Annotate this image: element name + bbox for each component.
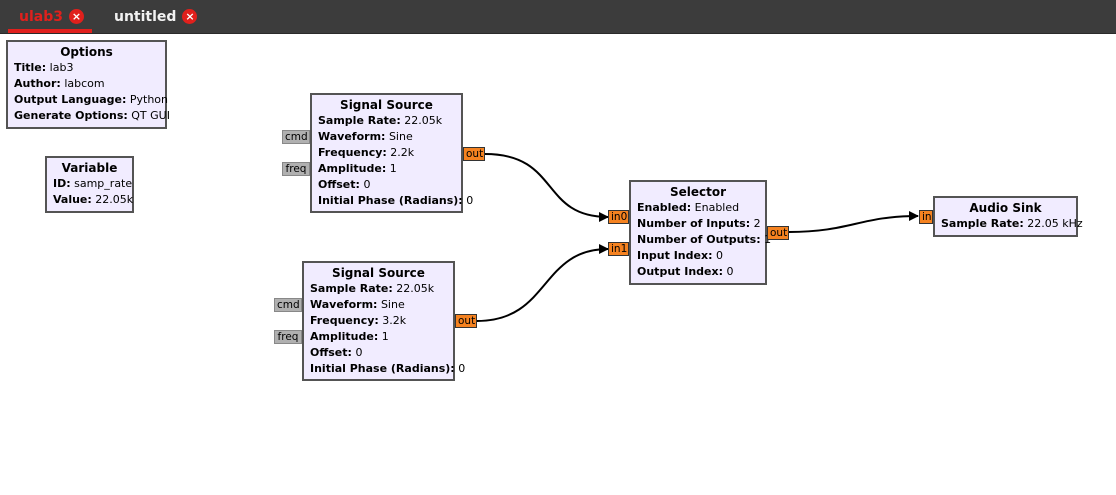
output-port[interactable]: out xyxy=(463,147,485,161)
param-row: Number of Outputs: 1 xyxy=(637,233,771,246)
tab-ulab3[interactable]: ulab3 × xyxy=(19,0,84,33)
options-block[interactable]: Options Title: lab3 Author: labcom Outpu… xyxy=(6,40,170,129)
input-port-in0[interactable]: in0 xyxy=(608,210,629,224)
connection-source1-to-selector-in0[interactable] xyxy=(484,153,609,222)
param-row: Value: 22.05k xyxy=(53,193,134,206)
param-row: Sample Rate: 22.05k xyxy=(318,114,443,127)
tab-untitled[interactable]: untitled × xyxy=(114,0,198,33)
param-row: Offset: 0 xyxy=(318,178,371,191)
param-row: Amplitude: 1 xyxy=(310,330,389,343)
input-port-in[interactable]: in xyxy=(919,210,933,224)
signal-source-block-1[interactable]: Signal Source Sample Rate: 22.05k Wavefo… xyxy=(310,93,474,213)
block-title: Options xyxy=(60,45,113,59)
cmd-port[interactable]: cmd xyxy=(282,130,310,144)
tab-label: untitled xyxy=(114,8,177,25)
param-row: Generate Options: QT GUI xyxy=(14,109,170,122)
param-row: ID: samp_rate xyxy=(53,177,133,190)
param-row: Number of Inputs: 2 xyxy=(637,217,761,230)
block-title: Signal Source xyxy=(340,98,433,112)
block-title: Selector xyxy=(669,185,727,199)
close-icon[interactable]: × xyxy=(182,9,198,24)
freq-port[interactable]: freq xyxy=(282,162,310,176)
output-port[interactable]: out xyxy=(455,314,477,328)
block-title: Signal Source xyxy=(332,266,425,280)
output-port[interactable]: out xyxy=(767,226,789,240)
param-row: Sample Rate: 22.05k xyxy=(310,282,435,295)
close-icon[interactable]: × xyxy=(68,9,84,24)
variable-block[interactable]: Variable ID: samp_rate Value: 22.05k xyxy=(45,156,134,213)
flowgraph-canvas[interactable]: Options Title: lab3 Author: labcom Outpu… xyxy=(0,33,1116,495)
param-row: Enabled: Enabled xyxy=(637,201,740,214)
param-row: Waveform: Sine xyxy=(310,298,405,311)
param-row: Input Index: 0 xyxy=(637,249,723,262)
param-row: Output Index: 0 xyxy=(637,265,734,278)
active-tab-indicator xyxy=(8,29,92,33)
param-row: Frequency: 3.2k xyxy=(310,314,407,327)
freq-port[interactable]: freq xyxy=(274,330,302,344)
input-port-in1[interactable]: in1 xyxy=(608,242,629,256)
param-row: Offset: 0 xyxy=(310,346,363,359)
selector-block[interactable]: Selector Enabled: Enabled Number of Inpu… xyxy=(629,180,771,285)
param-row: Author: labcom xyxy=(14,77,105,90)
param-row: Output Language: Python xyxy=(14,93,168,106)
cmd-port[interactable]: cmd xyxy=(274,298,302,312)
param-row: Title: lab3 xyxy=(14,61,74,74)
connections-layer xyxy=(476,153,919,322)
tab-bar: ulab3 × untitled × xyxy=(0,0,1116,34)
signal-source-block-2[interactable]: Signal Source Sample Rate: 22.05k Wavefo… xyxy=(302,261,466,381)
block-title: Audio Sink xyxy=(969,201,1042,215)
connection-source2-to-selector-in1[interactable] xyxy=(476,244,609,322)
tab-label: ulab3 xyxy=(19,8,63,25)
param-row: Initial Phase (Radians): 0 xyxy=(310,362,466,375)
audio-sink-block[interactable]: Audio Sink Sample Rate: 22.05 kHz xyxy=(933,196,1083,237)
param-row: Sample Rate: 22.05 kHz xyxy=(941,217,1083,230)
param-row: Amplitude: 1 xyxy=(318,162,397,175)
param-row: Initial Phase (Radians): 0 xyxy=(318,194,474,207)
param-row: Frequency: 2.2k xyxy=(318,146,415,159)
param-row: Waveform: Sine xyxy=(318,130,413,143)
connection-selector-to-audio-sink[interactable] xyxy=(788,211,919,233)
block-title: Variable xyxy=(61,161,118,175)
